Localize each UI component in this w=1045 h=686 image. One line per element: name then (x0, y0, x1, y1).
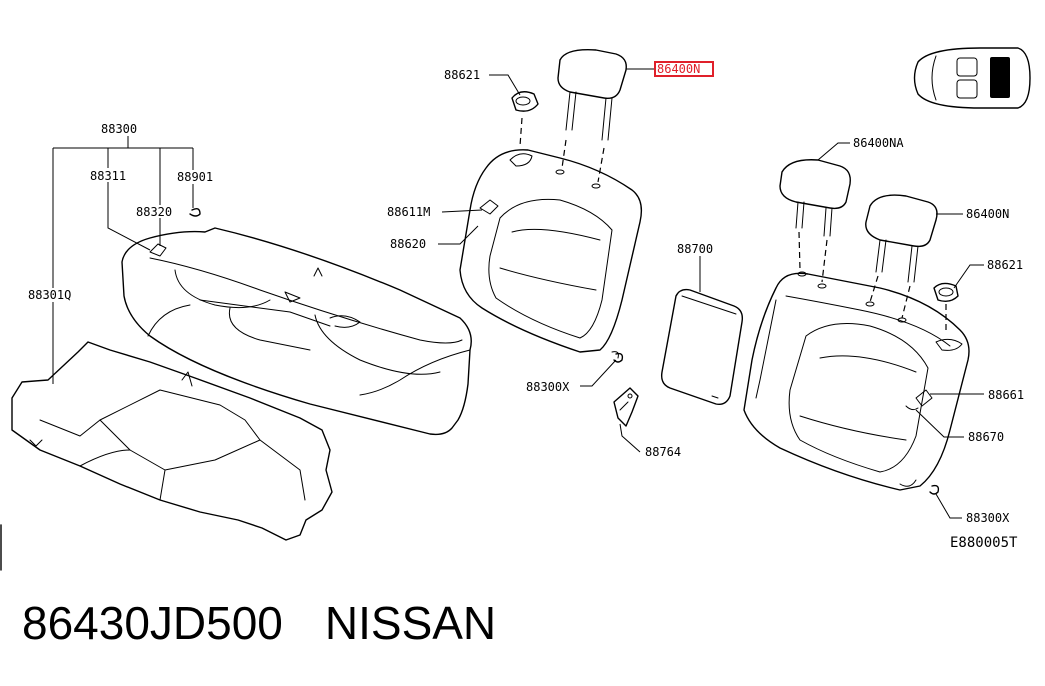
callout-88300[interactable]: 88300 (101, 122, 137, 136)
highlight-box-86400n (654, 61, 714, 77)
headrest-right-b-illustration (865, 194, 938, 319)
headrest-center-illustration (557, 49, 627, 183)
callout-88670[interactable]: 88670 (968, 430, 1004, 444)
figure-code: E880005T (950, 535, 1018, 551)
part-caption: 86430JD500 NISSAN (22, 596, 496, 650)
headrest-right-a-illustration (779, 159, 851, 283)
callout-88300x-mid[interactable]: 88300X (526, 380, 570, 394)
brand-name: NISSAN (324, 597, 497, 649)
callout-88311[interactable]: 88311 (90, 169, 126, 183)
callout-86400na[interactable]: 86400NA (853, 136, 904, 150)
headrest-guide-top-illustration (511, 91, 539, 147)
callout-88901[interactable]: 88901 (177, 170, 213, 184)
seat-back-right-illustration (743, 271, 970, 491)
seat-tray-illustration (11, 341, 333, 541)
headrest-guide-right-illustration (933, 282, 959, 334)
callout-88700[interactable]: 88700 (677, 242, 713, 256)
callout-88300x-right[interactable]: 88300X (966, 511, 1010, 525)
callout-88764[interactable]: 88764 (645, 445, 681, 459)
clip-88300x-mid-illustration (613, 352, 624, 363)
clip-88901-illustration (189, 207, 201, 217)
leader-lines (52, 68, 984, 519)
clip-88300x-right-illustration (929, 484, 940, 495)
callout-88320[interactable]: 88320 (136, 205, 172, 219)
callout-88621-right[interactable]: 88621 (987, 258, 1023, 272)
callout-88620[interactable]: 88620 (390, 237, 426, 251)
callout-88301q[interactable]: 88301Q (28, 288, 71, 302)
callout-86400n-top-highlighted[interactable]: 86400N (657, 62, 700, 76)
armrest-pad-illustration (660, 288, 744, 406)
callout-88661[interactable]: 88661 (988, 388, 1024, 402)
bracket-88764-illustration (613, 387, 639, 427)
callout-86400n-right[interactable]: 86400N (966, 207, 1009, 221)
seat-back-center-illustration (459, 149, 643, 359)
vehicle-locator-icon (913, 47, 1031, 109)
seat-cushion-illustration (121, 227, 472, 436)
callout-88621-top[interactable]: 88621 (444, 68, 480, 82)
part-number: 86430JD500 (22, 597, 283, 649)
callout-88611m[interactable]: 88611M (387, 205, 430, 219)
parts-diagram: 88621 86400N 88300 88311 88901 88320 883… (0, 47, 1031, 571)
